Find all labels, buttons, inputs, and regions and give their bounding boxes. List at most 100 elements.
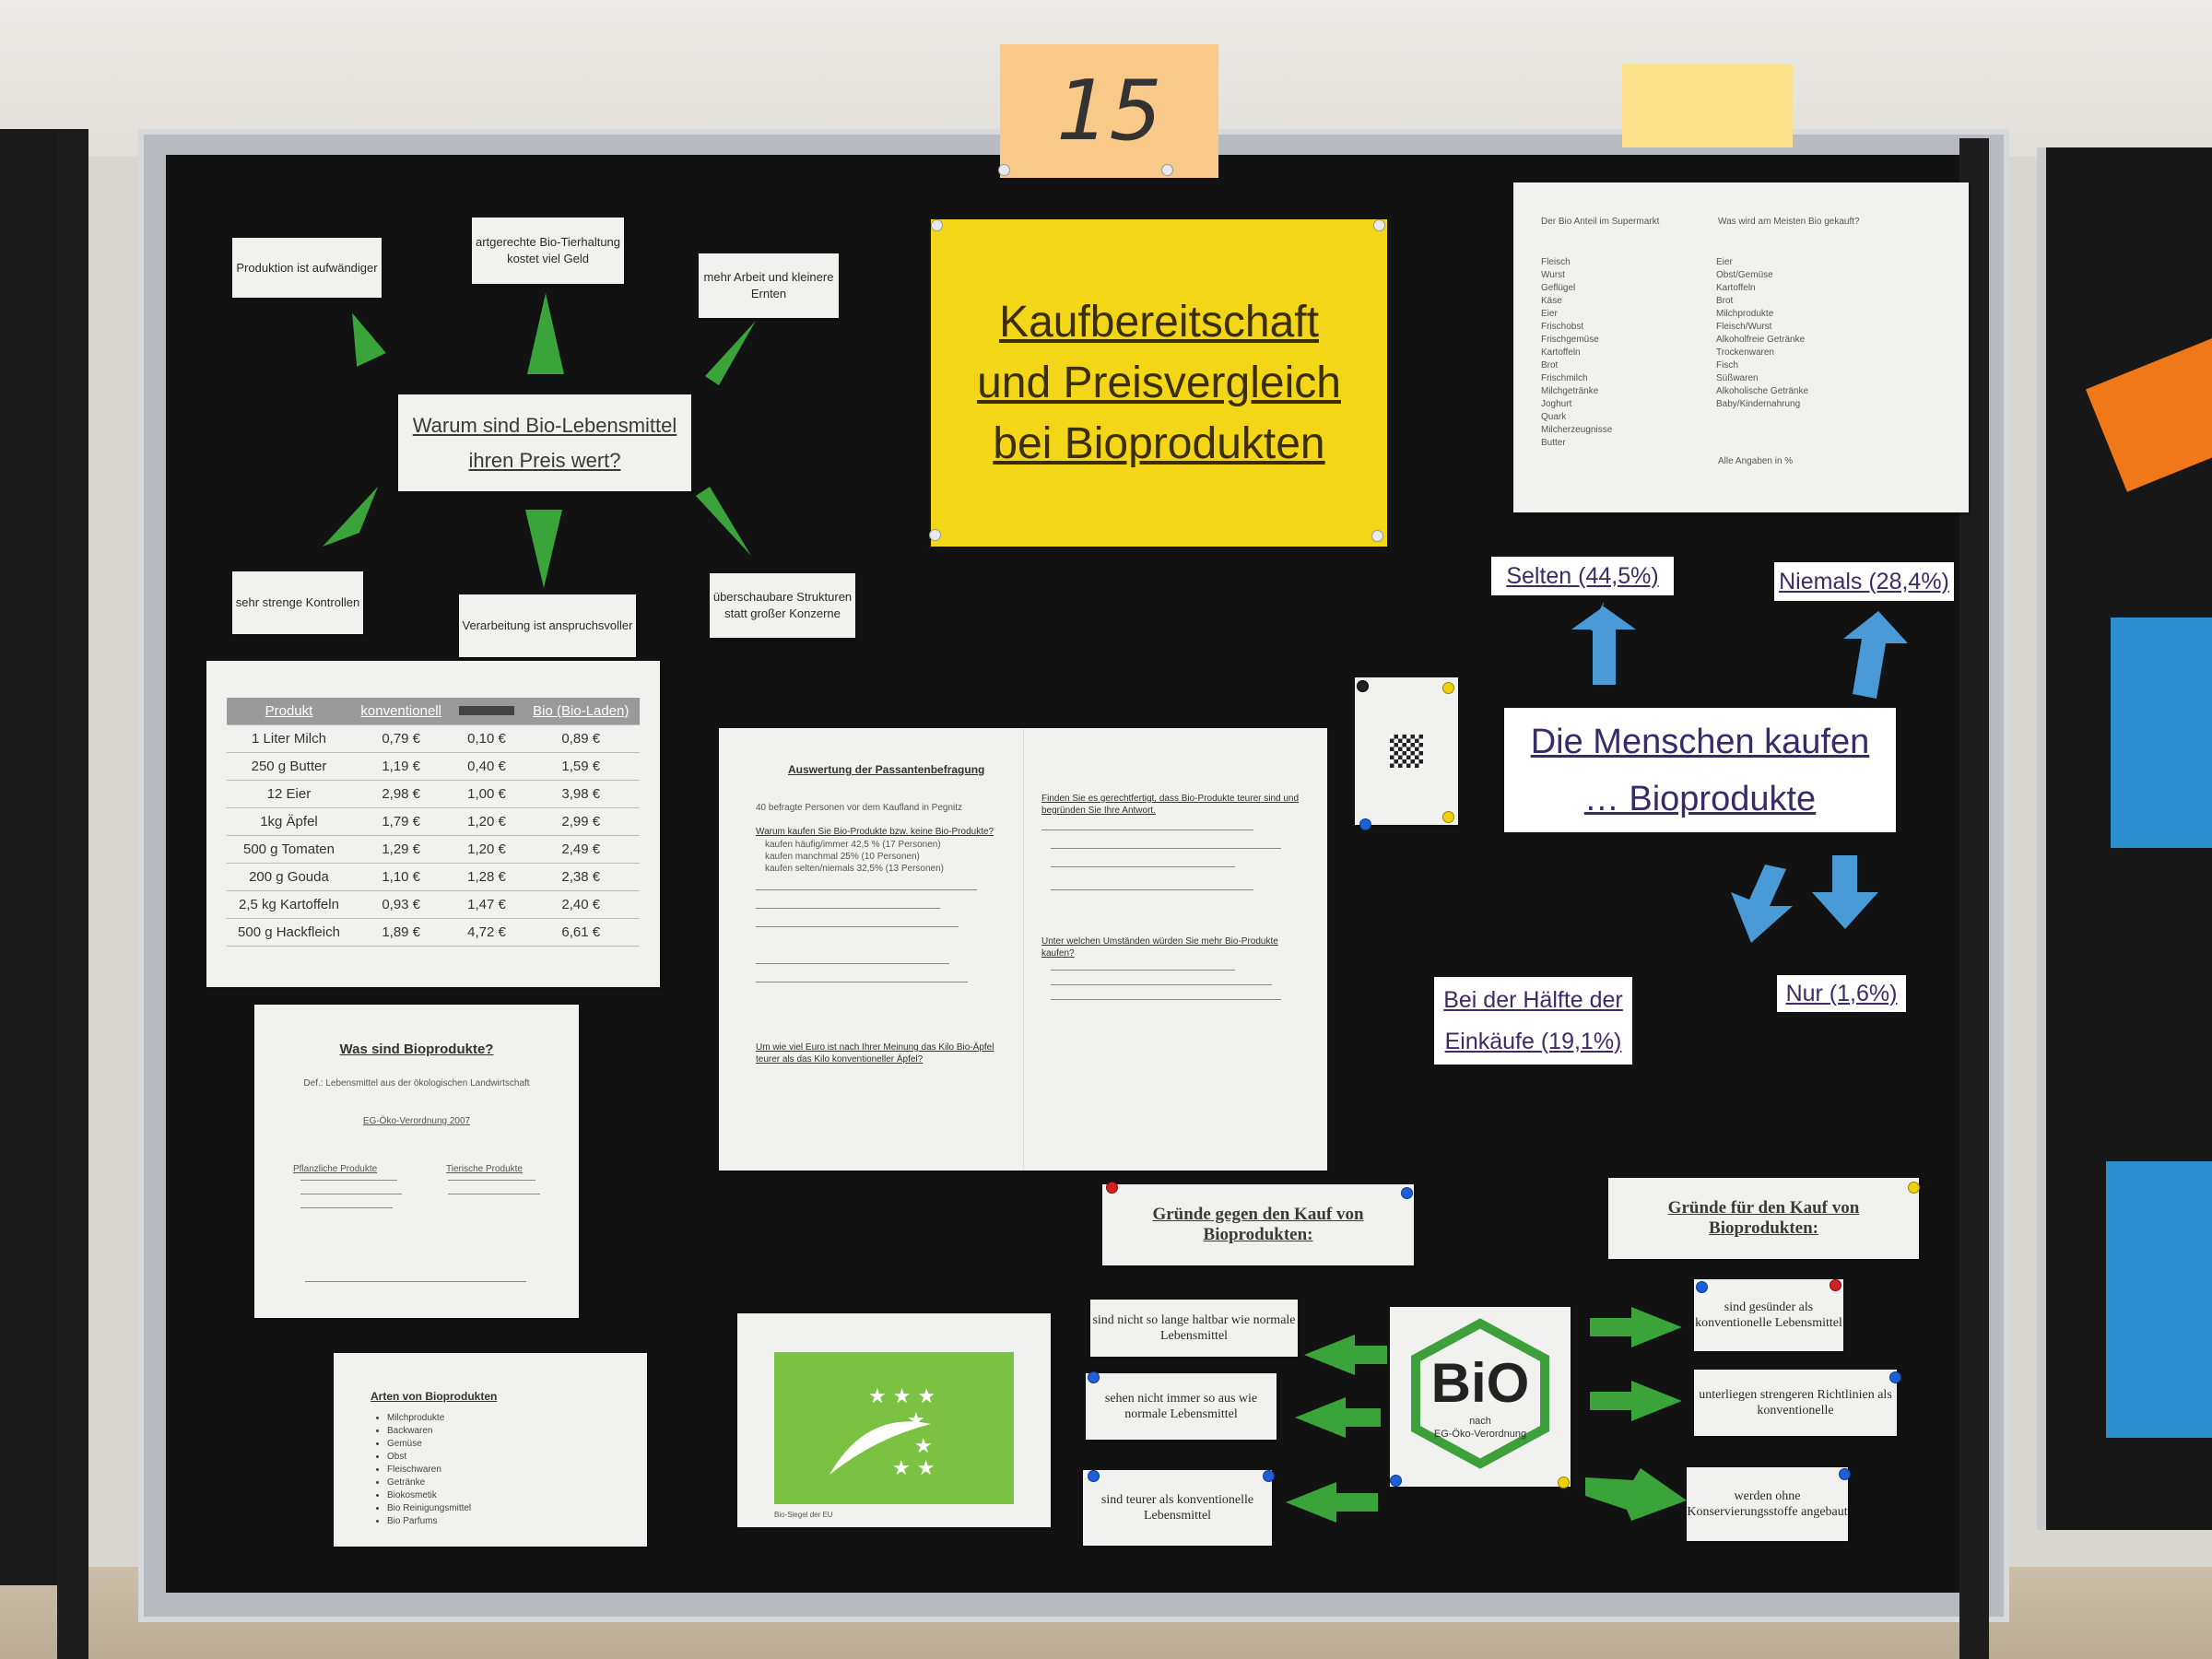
reason-for: sind gesünder als konventionelle Lebensm… bbox=[1694, 1279, 1843, 1351]
qr-code-icon bbox=[1390, 735, 1423, 768]
number-note: 15 bbox=[1000, 44, 1218, 178]
reason-against: sind nicht so lange haltbar wie normale … bbox=[1090, 1300, 1298, 1357]
table-cell: 1,20 € bbox=[451, 807, 523, 836]
text-lines bbox=[756, 926, 959, 927]
bio-seal-sheet: BiO nach EG-Öko-Verordnung bbox=[1390, 1307, 1571, 1487]
list-item: Süßwaren bbox=[1716, 373, 1759, 383]
table-cell: 1,20 € bbox=[451, 835, 523, 864]
right-neighbor-board bbox=[2037, 147, 2212, 1530]
blue-poster bbox=[2111, 618, 2212, 848]
survey-answer: kaufen häufig/immer 42,5 % (17 Personen) bbox=[765, 840, 941, 850]
table-cell: 2,49 € bbox=[522, 835, 640, 864]
table-cell: 4,72 € bbox=[451, 918, 523, 947]
table-header: Produkt konventionell Bio (Bio-Laden) bbox=[227, 698, 640, 725]
list-item: Milcherzeugnisse bbox=[1541, 425, 1613, 435]
was-sind-sheet: Was sind Bioprodukte? Def.: Lebensmittel… bbox=[254, 1005, 579, 1318]
arrow-up-right-icon bbox=[705, 321, 756, 385]
arrow-up-icon bbox=[527, 293, 564, 374]
list-item: Obst/Gemüse bbox=[1716, 270, 1773, 280]
column-header: Bio (Bio-Laden) bbox=[522, 698, 640, 725]
frequency-nur: Nur (1,6%) bbox=[1777, 975, 1906, 1012]
pin-icon bbox=[1558, 1477, 1570, 1488]
table-cell: 2,5 kg Kartoffeln bbox=[227, 890, 351, 919]
text-lines bbox=[300, 1180, 397, 1181]
table-cell: 1,00 € bbox=[451, 780, 523, 808]
arrow-right-icon bbox=[1590, 1381, 1682, 1421]
share-footer: Alle Angaben in % bbox=[1718, 456, 1794, 466]
gruende-fuer-title: Gründe für den Kauf von Bioprodukten: bbox=[1608, 1178, 1919, 1259]
column-header: konventionell bbox=[350, 698, 452, 725]
reason-text: überschaubare Strukturen statt großer Ko… bbox=[712, 590, 853, 620]
list-item: Eier bbox=[1716, 257, 1733, 267]
arrows-layer bbox=[323, 293, 1908, 1523]
list-item: Brot bbox=[1541, 360, 1559, 371]
table-cell: 1kg Äpfel bbox=[227, 807, 351, 836]
pin-icon bbox=[1830, 1279, 1841, 1291]
table-cell: 0,40 € bbox=[451, 752, 523, 781]
green-arrows bbox=[323, 293, 1687, 1523]
price-table: Produkt konventionell Bio (Bio-Laden) 1 … bbox=[227, 698, 640, 947]
table-cell: 0,10 € bbox=[451, 724, 523, 753]
eu-organic-leaf-icon: ★ ★ ★ ★ ★ ★ ★ bbox=[774, 1352, 1014, 1504]
pin-icon bbox=[1442, 811, 1454, 823]
mindmap-reason: sehr strenge Kontrollen bbox=[232, 571, 363, 634]
frequency-center-line-2: … Bioprodukte bbox=[1583, 779, 1817, 818]
pin-icon bbox=[1442, 682, 1454, 694]
gruende-gegen-title: Gründe gegen den Kauf von Bioprodukten: bbox=[1102, 1184, 1414, 1265]
survey-question: Warum kaufen Sie Bio-Produkte bzw. keine… bbox=[756, 827, 994, 837]
title-line-1: Kaufbereitschaft bbox=[999, 297, 1319, 347]
list-item: Butter bbox=[1541, 438, 1566, 448]
list-item: Frischobst bbox=[1541, 322, 1584, 332]
pin-icon bbox=[998, 164, 1010, 176]
pin-icon bbox=[1390, 1475, 1402, 1487]
frequency-center: Die Menschen kaufen … Bioprodukte bbox=[1504, 708, 1896, 832]
title-line-2: und Preisvergleich bbox=[977, 358, 1341, 407]
price-table-sheet: Produkt konventionell Bio (Bio-Laden) 1 … bbox=[206, 661, 660, 987]
share-head-right: Was wird am Meisten Bio gekauft? bbox=[1718, 217, 1860, 227]
list-item: Milchprodukte bbox=[1716, 309, 1774, 319]
list-item: Bio Reinigungsmittel bbox=[387, 1502, 610, 1515]
list-item: Fleischwaren bbox=[387, 1464, 610, 1477]
arrow-left-icon bbox=[1295, 1397, 1381, 1438]
svg-text:★ ★: ★ ★ bbox=[892, 1457, 935, 1480]
table-cell: 1,79 € bbox=[350, 807, 452, 836]
selten-text: Selten (44,5%) bbox=[1506, 562, 1659, 589]
text-lines bbox=[756, 963, 949, 964]
mindmap-reason: Verarbeitung ist anspruchsvoller bbox=[459, 594, 636, 657]
reason-against: sehen nicht immer so aus wie normale Leb… bbox=[1086, 1373, 1277, 1440]
was-sind-regulation: EG-Öko-Verordnung 2007 bbox=[362, 1116, 471, 1126]
pin-icon bbox=[1371, 530, 1383, 542]
table-cell: 1,29 € bbox=[350, 835, 452, 864]
frequency-center-line-1: Die Menschen kaufen bbox=[1530, 722, 1870, 761]
table-cell: 250 g Butter bbox=[227, 752, 351, 781]
mindmap-reason: mehr Arbeit und kleinere Ernten bbox=[699, 253, 839, 318]
bio-seal-sub1: nach bbox=[1469, 1416, 1491, 1427]
niemals-text: Niemals (28,4%) bbox=[1779, 568, 1949, 594]
table-cell: 0,93 € bbox=[350, 890, 452, 919]
pin-icon bbox=[1357, 680, 1369, 692]
gruende-gegen-title-text: Gründe gegen den Kauf von Bioprodukten: bbox=[1152, 1205, 1364, 1244]
list-item: Baby/Kindernahrung bbox=[1716, 399, 1801, 409]
arrow-left-icon bbox=[1304, 1335, 1387, 1375]
table-cell: 1,59 € bbox=[522, 752, 640, 781]
list-item: Fleisch bbox=[1541, 257, 1571, 267]
table-cell: 2,98 € bbox=[350, 780, 452, 808]
survey-question: Unter welchen Umständen würden Sie mehr … bbox=[1041, 936, 1278, 959]
frequency-selten: Selten (44,5%) bbox=[1491, 557, 1674, 595]
arrow-down-icon bbox=[1812, 855, 1878, 929]
was-sind-title: Was sind Bioprodukte? bbox=[339, 1041, 494, 1057]
text-lines bbox=[305, 1281, 526, 1282]
list-item: Fisch bbox=[1716, 360, 1738, 371]
arrow-up-left-icon bbox=[352, 312, 386, 367]
blue-arrows bbox=[1571, 602, 1908, 943]
pin-icon bbox=[1088, 1371, 1100, 1383]
svg-text:★ ★ ★: ★ ★ ★ bbox=[868, 1385, 935, 1408]
mindmap-reason: überschaubare Strukturen statt großer Ko… bbox=[710, 573, 855, 638]
table-cell: 500 g Hackfleich bbox=[227, 918, 351, 947]
survey-question: Um wie viel Euro ist nach Ihrer Meinung … bbox=[756, 1042, 994, 1065]
reason-for-text: unterliegen strengeren Richtlinien als k… bbox=[1699, 1388, 1892, 1418]
arrow-left-icon bbox=[1286, 1482, 1378, 1523]
